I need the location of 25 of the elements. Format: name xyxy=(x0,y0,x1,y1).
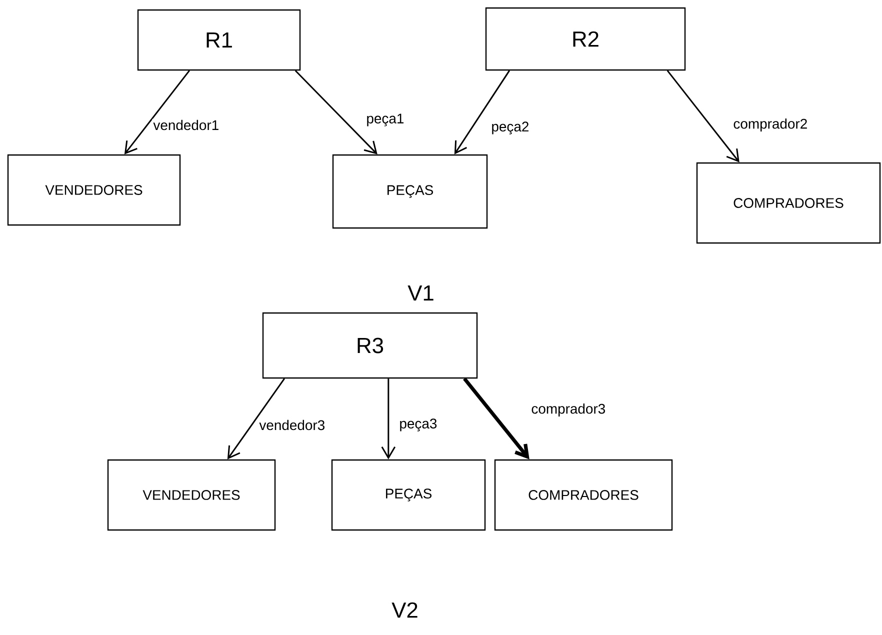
relation-box: VENDEDORES xyxy=(107,459,276,531)
relation-box: PEÇAS xyxy=(332,154,488,229)
arrow xyxy=(666,70,740,162)
relation-box: R3 xyxy=(262,312,478,379)
relation-box: COMPRADORES xyxy=(696,162,881,244)
arrow xyxy=(294,70,378,154)
arrow xyxy=(227,378,286,460)
edge-label: peça2 xyxy=(490,120,530,136)
relation-box: R1 xyxy=(137,9,301,71)
arrow xyxy=(124,70,190,154)
edge-label: comprador3 xyxy=(530,402,607,418)
relation-box: COMPRADORES xyxy=(494,459,673,531)
relation-box: PEÇAS xyxy=(331,459,486,531)
view-label: V2 xyxy=(392,602,418,618)
arrow xyxy=(463,377,530,460)
edge-label: comprador2 xyxy=(732,118,809,132)
relation-box: VENDEDORES xyxy=(7,154,181,226)
edge-label: vendedor1 xyxy=(152,118,220,132)
edge-label: peça3 xyxy=(398,418,438,432)
view-label: V1 xyxy=(408,285,434,301)
arrow xyxy=(454,70,510,154)
arrow xyxy=(381,378,396,460)
edge-label: peça1 xyxy=(365,112,406,128)
relation-box: R2 xyxy=(485,7,686,71)
edge-label: vendedor3 xyxy=(258,418,326,432)
